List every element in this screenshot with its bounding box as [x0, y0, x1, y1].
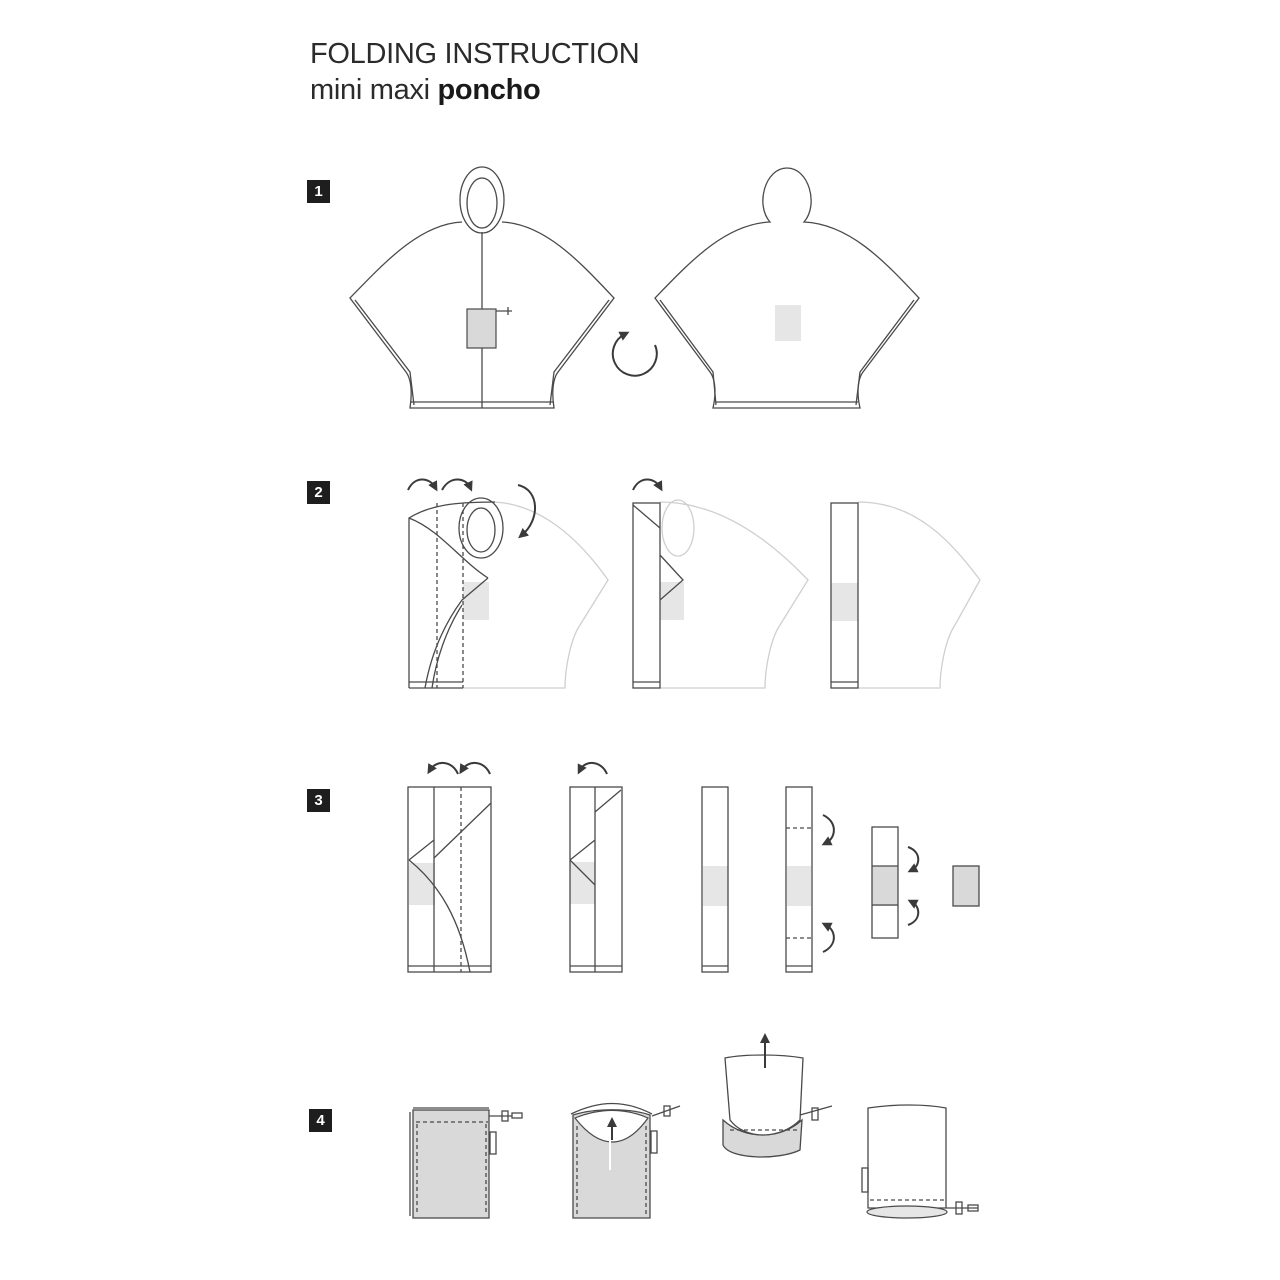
step-2-badge: 2	[307, 481, 330, 504]
rotate-arrow-icon	[611, 331, 658, 377]
step-1-poncho-front	[349, 166, 615, 409]
step-3-fold-a	[407, 762, 492, 973]
step-3-fold-c	[701, 786, 729, 973]
title-product-name: poncho	[437, 74, 541, 106]
step-4-bag-closed	[409, 1107, 523, 1219]
step-2-fold-b	[632, 478, 809, 689]
step-3-fold-d	[785, 786, 835, 973]
step-3-final-rectangle	[952, 865, 980, 907]
title-line-2: mini maxi poncho	[310, 72, 639, 108]
step-1-badge: 1	[307, 180, 330, 203]
step-3-fold-b	[569, 762, 623, 973]
step-2-fold-c	[830, 501, 981, 689]
step-4-packed-poncho	[861, 1104, 979, 1219]
step-4-bag-inverting	[722, 1033, 833, 1158]
title-line-1: FOLDING INSTRUCTION	[310, 38, 640, 70]
step-3-fold-e	[871, 826, 920, 939]
page-title: FOLDING INSTRUCTION mini maxi poncho	[310, 36, 640, 108]
step-4-badge: 4	[309, 1109, 332, 1132]
step-3-badge: 3	[307, 789, 330, 812]
step-1-poncho-back	[654, 167, 920, 409]
step-4-bag-opening	[570, 1102, 681, 1219]
step-2-fold-a	[407, 478, 609, 689]
title-product-prefix: mini maxi	[310, 74, 438, 106]
